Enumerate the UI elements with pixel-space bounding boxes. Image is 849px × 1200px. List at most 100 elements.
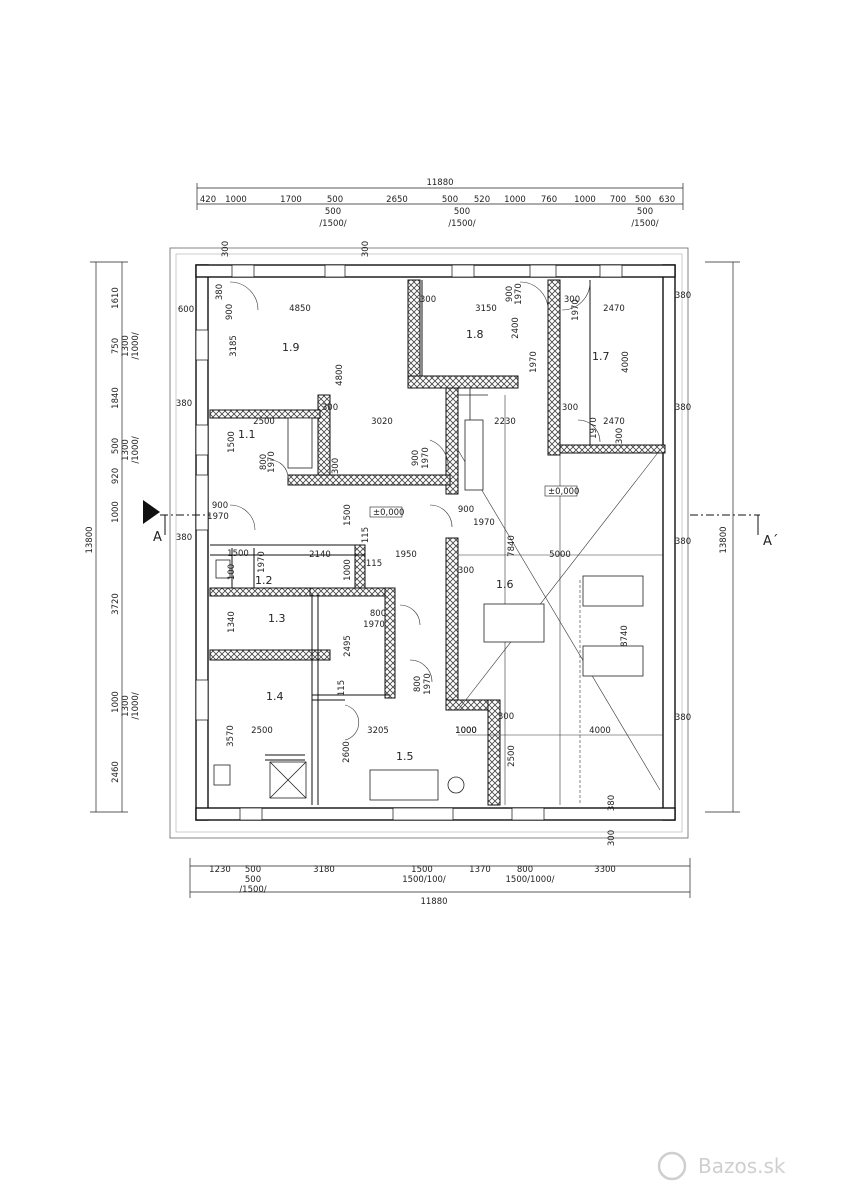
left-dimension-texts: 1610 750 1840 500 920 1000 3720 1000 246… [111,287,141,783]
bottom-dimension-texts: 1230 500 3180 1500 1370 800 3300 500 /15… [209,865,616,895]
top-dim-500b: 500 [442,195,458,205]
dim-2500-b: 2500 [251,726,273,736]
left-sub-1000c: /1000/ [131,692,141,719]
dim-1970-g: 1970 [257,551,267,573]
level-box-right [544,485,578,497]
dim-4800: 4800 [335,364,345,386]
left-dim-2460: 2460 [111,761,121,783]
dim-3150: 3150 [475,304,497,314]
right-overall-dimension: 13800 [719,526,729,553]
dim-3205: 3205 [367,726,389,736]
dim-380-b: 380 [675,291,691,301]
left-dim-3720: 3720 [111,593,121,615]
dim-800-b: 800 [370,609,386,619]
bottom-overall-dimension: 11880 [420,897,447,907]
dim-300-k: 300 [458,566,474,576]
partition-lines [210,280,591,805]
dim-1970-f: 1970 [473,518,495,528]
left-dimension-lines [90,261,128,813]
level-mark-corridor: ±0,000 [373,508,404,518]
bottom-sub-1500-100: 1500/100/ [402,875,446,885]
dim-300-f: 300 [607,830,617,846]
dim-900-b: 900 [505,286,515,302]
top-dim-760: 760 [541,195,557,205]
dim-300-i: 300 [322,403,338,413]
top-sub-1500c: /1500/ [631,219,658,229]
site-boundary-inner [175,253,683,833]
dim-2470-a: 2470 [603,304,625,314]
interior-dimensions: 4850 380 600 3185 900 4800 3150 900 1970… [176,241,691,846]
left-sub-1300b: 1300 [121,439,131,461]
top-sub-500c: 500 [637,207,653,217]
left-sub-1000a: /1000/ [131,332,141,359]
dim-2230: 2230 [494,417,516,427]
dim-3185: 3185 [229,335,239,357]
dim-1970-a: 1970 [514,283,524,305]
dim-1500-b: 1500 [343,504,353,526]
dim-5000: 5000 [549,550,571,560]
window-openings [195,264,623,821]
room-1-1: 1.1 [238,428,256,441]
site-boundary [169,247,689,839]
room-labels: 1.1 1.2 1.3 1.4 1.5 1.6 1.7 1.8 1.9 [238,328,610,763]
bottom-dim-800: 800 [517,865,533,875]
top-sub-500a: 500 [325,207,341,217]
top-dim-1700: 1700 [280,195,302,205]
dim-1970-h: 1970 [363,620,385,630]
right-dimension-lines [705,261,740,813]
top-sub-1500b: /1500/ [448,219,475,229]
dim-2140: 2140 [309,550,331,560]
dim-8740: 8740 [620,625,630,647]
dim-300-e: 300 [498,712,514,722]
dim-300-d: 300 [615,428,625,444]
level-box-left [369,506,403,518]
top-dim-700: 700 [610,195,626,205]
dim-380-d: 380 [675,537,691,547]
dim-2495: 2495 [343,635,353,657]
room-1-4: 1.4 [266,690,284,703]
dim-1340: 1340 [227,611,237,633]
left-sub-1300c: 1300 [121,695,131,717]
door-swings [229,281,601,741]
dim-900-d: 900 [212,501,228,511]
dim-300-c: 300 [562,403,578,413]
top-dim-1000: 1000 [225,195,247,205]
top-dimension-lines [196,183,684,210]
dim-2500-a: 2500 [253,417,275,427]
dim-7840: 7840 [507,535,517,557]
dim-4000-a: 4000 [621,351,631,373]
section-mark-right: A´ [763,534,778,549]
room-1-6: 1.6 [496,578,514,591]
room-1-8: 1.8 [466,328,484,341]
dim-1500-a: 1500 [227,431,237,453]
dim-1000-b: 1000 [455,726,477,736]
dim-1950: 1950 [395,550,417,560]
dim-1970-e: 1970 [207,512,229,522]
dim-800-a: 800 [259,454,269,470]
roof-projection-lines [457,395,663,805]
dim-300-j: 300 [331,458,341,474]
bottom-sub-1500a: /1500/ [239,885,266,895]
dim-1000-c: 1000 [455,726,477,736]
watermark-text: Bazos.sk [698,1154,786,1178]
bottom-dim-3300: 3300 [594,865,616,875]
dim-115-a: 115 [361,527,371,543]
left-dim-920: 920 [111,468,121,484]
top-overall-dimension: 11880 [426,178,453,188]
interior-walls [209,279,666,806]
dim-900-e: 900 [458,505,474,515]
room-1-9: 1.9 [282,341,300,354]
dim-2600: 2600 [342,741,352,763]
room-1-5: 1.5 [396,750,414,763]
top-dim-500c: 500 [635,195,651,205]
dim-600: 600 [178,305,194,315]
dim-300-b: 300 [564,295,580,305]
dim-900-a: 900 [225,304,235,320]
dim-1970-j: 1970 [529,351,539,373]
dim-380-h: 380 [176,533,192,543]
left-dim-1000: 1000 [111,501,121,523]
top-sub-1500a: /1500/ [319,219,346,229]
left-dim-750: 750 [111,338,121,354]
dim-3570: 3570 [226,725,236,747]
